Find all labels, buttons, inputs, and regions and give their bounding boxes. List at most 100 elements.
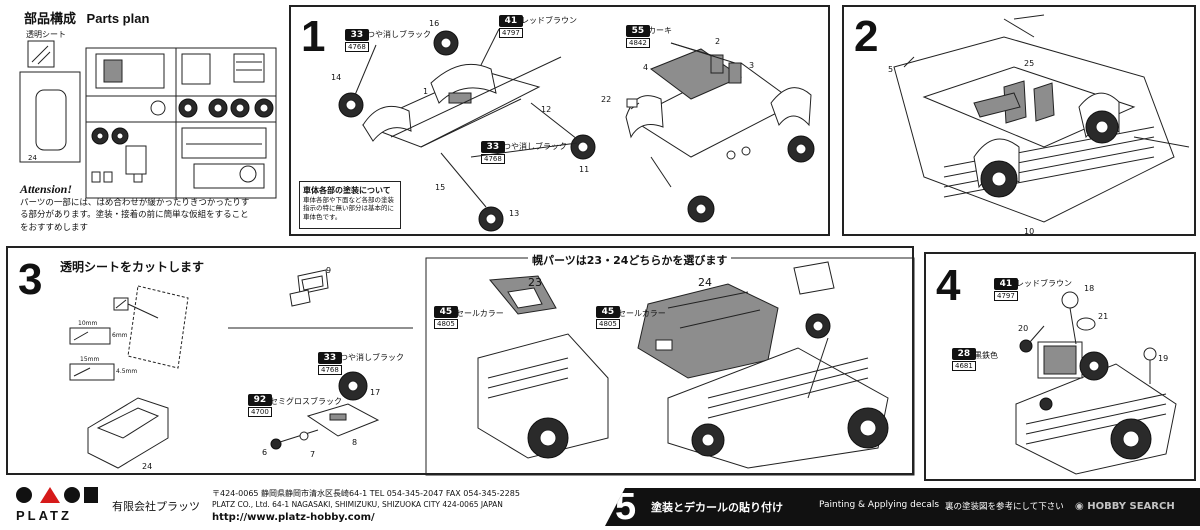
step-2-number: 2 [854, 12, 879, 61]
paint-code: 4768 [481, 154, 505, 164]
part-25: 25 [1024, 59, 1035, 68]
part-6: 6 [262, 448, 268, 457]
part-15: 15 [435, 183, 446, 192]
paint-code: 4842 [626, 38, 650, 48]
part-11: 11 [579, 165, 590, 174]
part-21: 21 [1098, 312, 1109, 321]
step-4-number: 4 [936, 261, 961, 310]
paint-code: 4797 [499, 28, 523, 38]
paint-number: 45 [596, 306, 620, 318]
step-1-paint-41: 41 4797 [499, 15, 523, 38]
step-5-bar: 5 塗装とデカールの貼り付け Painting & Applying decal… [605, 488, 1200, 526]
step-5-note: 裏の塗装図を参考にして下さい [945, 502, 1064, 512]
attention-text: パーツの一部には、はめ合わせが緩かったりきつかったりする部分があります。塗装・接… [20, 198, 250, 233]
paint-number: 92 [248, 394, 272, 406]
step-3-title: 透明シートをカットします [60, 260, 205, 274]
step-4-paint-name-a: レッドブラウン [1016, 279, 1072, 288]
part-16: 16 [429, 19, 440, 28]
parts-sprue-diagram [19, 40, 277, 199]
paint-code: 4805 [596, 319, 620, 329]
paint-number: 28 [952, 348, 976, 360]
part-14: 14 [331, 73, 342, 82]
company-url[interactable]: http://www.platz-hobby.com/ [212, 512, 375, 523]
parts-plan-title-jp: 部品構成 [24, 12, 77, 27]
step-1-paint-name-c: カーキ [648, 26, 672, 35]
attention-title: Attension! [20, 182, 73, 196]
part-24-seat: 24 [142, 462, 153, 471]
paint-number: 41 [994, 278, 1018, 290]
parts-24-label: 24 [28, 154, 37, 162]
parts-plan-section: 部品構成 Parts plan 透明シート 24 Attens [4, 4, 284, 239]
step-3-panel: 3 透明シートをカットします [6, 246, 915, 476]
step-1-paint-name-d: つや消しブラック [503, 142, 567, 151]
company-name: 有限会社プラッツ [112, 500, 200, 513]
dim-4-5mm: 4.5mm [116, 368, 138, 375]
step-4-diagram [1015, 291, 1177, 475]
part-7: 7 [310, 450, 316, 459]
step-3-diagram [69, 257, 915, 476]
part-23: 23 [528, 276, 542, 289]
paint-number: 41 [499, 15, 523, 27]
step-3-paint-33: 33 4768 [318, 352, 342, 375]
step-1-paint-33-a: 33 4768 [345, 29, 369, 52]
step-4-paint-41: 41 4797 [994, 278, 1018, 301]
parts-plan-title: 部品構成 Parts plan [24, 8, 149, 27]
part-19: 19 [1158, 354, 1169, 363]
step-2-panel: 2 5 25 10 [842, 5, 1196, 236]
step-5-title-en: Painting & Applying decals [819, 500, 940, 510]
parts-plan-title-en: Parts plan [86, 11, 150, 26]
hobby-search-watermark: ◉ HOBBY SEARCH [1075, 501, 1175, 512]
paint-number: 55 [626, 25, 650, 37]
step-1-paint-55: 55 4842 [626, 25, 650, 48]
part-13: 13 [509, 209, 520, 218]
step-1-note-box: 車体各部の塗装について 車体各部や下面など各部の塗装指示の特に無い部分は基本的に… [299, 181, 401, 229]
part-17: 17 [370, 388, 381, 397]
step-5-number: 5 [615, 486, 637, 528]
part-2: 2 [715, 37, 721, 46]
hood-choice-title: 幌パーツは23・24どちらかを選びます [528, 252, 732, 268]
part-5: 5 [888, 65, 894, 74]
part-9: 9 [326, 266, 332, 275]
platz-logo: PLATZ [14, 484, 100, 526]
step-3-paint-name-a: つや消しブラック [340, 353, 404, 362]
part-20: 20 [1018, 324, 1029, 333]
step-4-panel: 4 41 4797 レッドブラウン 28 4681 黒鉄色 18 20 21 1… [924, 252, 1196, 481]
paint-number: 33 [318, 352, 342, 364]
dim-6mm: 6mm [112, 332, 128, 339]
part-8: 8 [352, 438, 358, 447]
step-3-paint-45-a: 45 4805 [434, 306, 458, 329]
part-22: 22 [601, 95, 612, 104]
platz-brand-text: PLATZ [16, 508, 72, 523]
step-1-paint-name-b: レッドブラウン [521, 16, 577, 25]
step-3-number: 3 [18, 255, 43, 304]
part-1: 1 [423, 87, 429, 96]
note-title: 車体各部の塗装について [303, 186, 391, 195]
paint-number: 45 [434, 306, 458, 318]
watermark-icon: ◉ [1075, 501, 1084, 512]
clear-sheet-label: 透明シート [26, 30, 66, 39]
step-5-title-jp: 塗装とデカールの貼り付け [651, 501, 783, 514]
paint-number: 33 [481, 141, 505, 153]
step-3-paint-92: 92 4700 [248, 394, 272, 417]
watermark-text: HOBBY SEARCH [1087, 501, 1175, 512]
part-18: 18 [1084, 284, 1095, 293]
step-3-paint-name-c: セールカラー [456, 309, 504, 318]
step-1-paint-33-b: 33 4768 [481, 141, 505, 164]
step-1-number: 1 [301, 12, 326, 61]
step-3-paint-name-b: セミグロスブラック [270, 397, 342, 406]
step-4-paint-28: 28 4681 [952, 348, 976, 371]
platz-logo-mark [16, 487, 98, 503]
part-4: 4 [643, 63, 649, 72]
paint-code: 4768 [345, 42, 369, 52]
step-3-paint-name-d: セールカラー [618, 309, 666, 318]
part-3: 3 [749, 61, 755, 70]
paint-code: 4797 [994, 291, 1018, 301]
step-1-paint-name-a: つや消しブラック [367, 30, 431, 39]
step-1-panel: 1 33 4768 つや消 [289, 5, 830, 236]
paint-code: 4681 [952, 361, 976, 371]
dim-15mm: 15mm [80, 356, 100, 363]
step-2-diagram [893, 14, 1190, 223]
paint-code: 4805 [434, 319, 458, 329]
dim-10mm: 10mm [78, 320, 98, 327]
paint-code: 4768 [318, 365, 342, 375]
